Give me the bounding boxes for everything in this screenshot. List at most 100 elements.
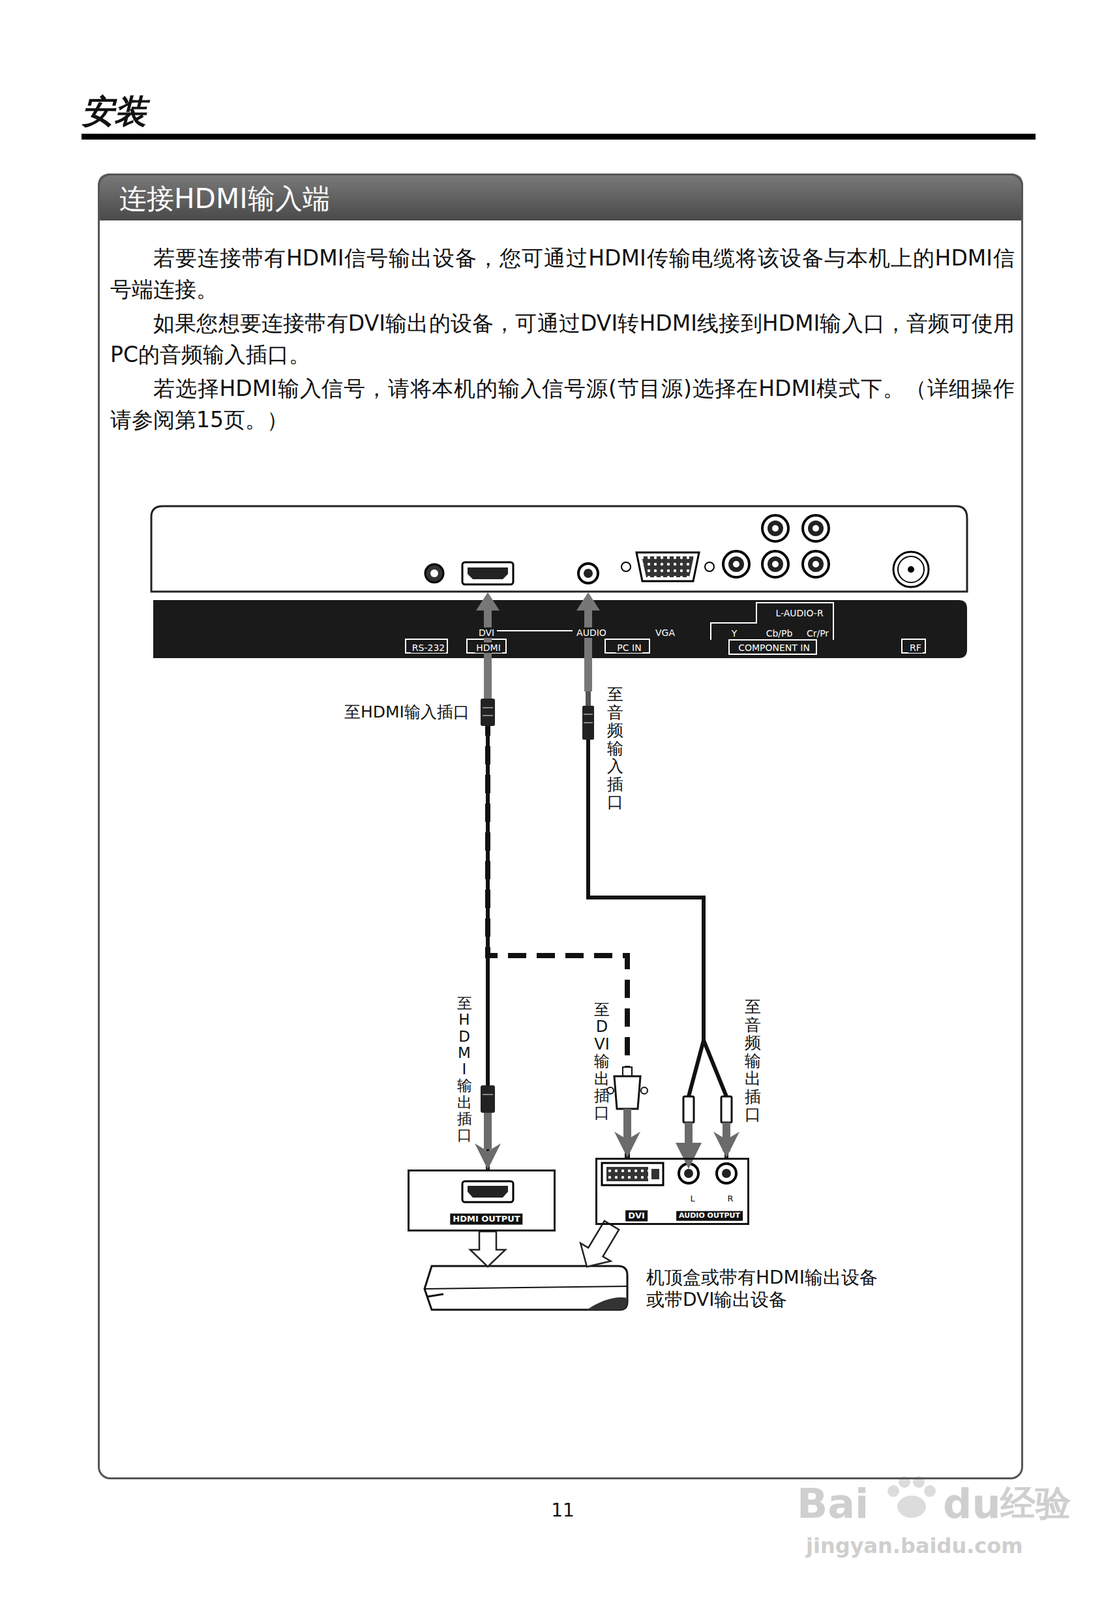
- cable: [487, 659, 628, 1158]
- dvi-plug: [607, 1066, 648, 1149]
- audio-jack: [578, 563, 598, 583]
- source-device: 机顶盒或带有HDMI输出设备 或带DVI输出设备: [425, 1266, 957, 1314]
- hdmi-plug-top: [480, 698, 495, 726]
- watermark: jingyan.baidu.com: [805, 1533, 1024, 1558]
- band-markings: [605, 639, 650, 653]
- vga-port: [641, 556, 694, 578]
- rca-jacks: [723, 515, 829, 578]
- audio-output-jacks: [678, 1163, 737, 1183]
- rca-jacks: [802, 515, 829, 542]
- audio-output-jacks: [684, 1168, 694, 1178]
- up-arrow-audio: [584, 607, 593, 692]
- dvi-plug: [641, 1087, 648, 1094]
- rca-jacks: [772, 524, 779, 532]
- audio-plug-top: [582, 691, 595, 740]
- audio-plug-top: [583, 713, 593, 715]
- rca-plugs: [675, 1142, 702, 1169]
- device-caption: 机顶盒或带有HDMI输出设备 或带DVI输出设备: [646, 1266, 953, 1311]
- body-text: 若要连接带有HDMI信号输出设备，您可通过HDMI传输电缆将该设备与本机上的HD…: [110, 242, 1015, 439]
- rca-plugs: [688, 1040, 704, 1097]
- audio-output-jacks: [716, 1163, 737, 1183]
- header-rule: [81, 133, 1036, 140]
- hdmi-output-port: [462, 1180, 514, 1202]
- port-label: COMPONENT IN: [736, 642, 812, 653]
- port-label: L-AUDIO-R: [774, 607, 825, 619]
- port-label: RF: [908, 642, 923, 653]
- rf-port: [907, 566, 915, 573]
- rca-plugs: [683, 1096, 694, 1123]
- port-label: Y: [730, 627, 739, 639]
- hdmi-plug-top: [480, 698, 495, 726]
- rca-jacks: [807, 520, 824, 537]
- port-label: VGA: [654, 627, 677, 638]
- rca-jacks: [807, 556, 824, 572]
- page-number: 11: [551, 1499, 575, 1521]
- set-top-box: [586, 1297, 628, 1310]
- vga-port: [636, 552, 700, 582]
- hdmi-plug-top: [482, 714, 493, 717]
- watermark: du: [942, 1480, 1001, 1527]
- set-top-box: [427, 1293, 444, 1297]
- cable: [588, 659, 727, 1158]
- set-top-box: [424, 1265, 628, 1310]
- rca-plugs: [675, 1040, 732, 1169]
- rca-jacks: [728, 556, 745, 572]
- watermark-paw: [897, 1495, 926, 1518]
- vga-port: [621, 562, 631, 572]
- port-label: DVI: [625, 1210, 648, 1222]
- hdmi-plug-bottom: [480, 1085, 495, 1149]
- audio-plug-top: [582, 705, 595, 740]
- hdmi-plug-bottom: [483, 1112, 492, 1149]
- band-markings: [405, 639, 448, 653]
- hdmi-output-port: [462, 1180, 514, 1202]
- rf-port: [897, 556, 925, 583]
- rs232-port: [425, 564, 444, 583]
- cable-label: 至音频输出插口: [744, 997, 761, 1124]
- dvi-output-port: [606, 1166, 649, 1181]
- up-arrow-hdmi: [476, 592, 500, 611]
- band-markings: [496, 629, 573, 632]
- port-label: PC IN: [615, 642, 643, 653]
- rca-jacks: [812, 524, 820, 532]
- rca-jacks: [732, 560, 740, 568]
- hdmi-output-box: HDMI OUTPUT: [407, 1169, 556, 1232]
- rca-jacks: [723, 551, 750, 578]
- flow-arrow: [580, 1220, 619, 1267]
- rca-jacks: [767, 520, 784, 537]
- port-label: RS-232: [410, 642, 447, 653]
- cable-label: 至HDMI输入插口: [344, 702, 470, 722]
- rca-jacks: [762, 515, 789, 542]
- section-panel: 连接HDMI输入端DVIAUDIOVGAL-AUDIO-RYCb/PbCr/Pr…: [97, 173, 1024, 1479]
- watermark: Bai: [796, 1480, 869, 1527]
- dvi-plug: [622, 1066, 632, 1076]
- audio-output-jacks: [721, 1168, 732, 1178]
- up-arrow-audio: [576, 592, 600, 692]
- watermark: 经验: [1000, 1482, 1071, 1524]
- tv-rear-panel: DVIAUDIOVGAL-AUDIO-RYCb/PbCr/PrRS-232HDM…: [151, 506, 970, 660]
- set-top-box: [424, 1285, 628, 1289]
- vga-port: [621, 552, 715, 582]
- paragraph: 如果您想要连接带有DVI输出的设备，可通过DVI转HDMI线接到HDMI输入口，…: [110, 307, 1015, 371]
- port-label: Cr/Pr: [805, 627, 831, 639]
- section-title: 连接HDMI输入端: [119, 183, 330, 215]
- paragraph: 若选择HDMI输入信号，请将本机的输入信号源(节目源)选择在HDMI模式下。（详…: [110, 373, 1015, 436]
- dvi-output-port: [601, 1162, 664, 1185]
- page-heading: 安装: [81, 89, 147, 134]
- flow-arrow: [470, 1231, 506, 1267]
- tv-rear: [151, 506, 968, 592]
- audio-jack: [578, 563, 598, 583]
- rca-jacks: [772, 560, 779, 568]
- title-bar: [97, 173, 1024, 221]
- watermark-paw: [924, 1484, 936, 1497]
- rca-plugs: [722, 1122, 731, 1151]
- set-top-box: [424, 1265, 628, 1310]
- hdmi-plug-bottom: [482, 1093, 493, 1095]
- watermark-paw: [887, 1484, 900, 1497]
- band-markings: [710, 602, 834, 640]
- dvi-output-port: [601, 1162, 664, 1185]
- hdmi-port: [462, 562, 514, 585]
- vga-port: [641, 556, 694, 578]
